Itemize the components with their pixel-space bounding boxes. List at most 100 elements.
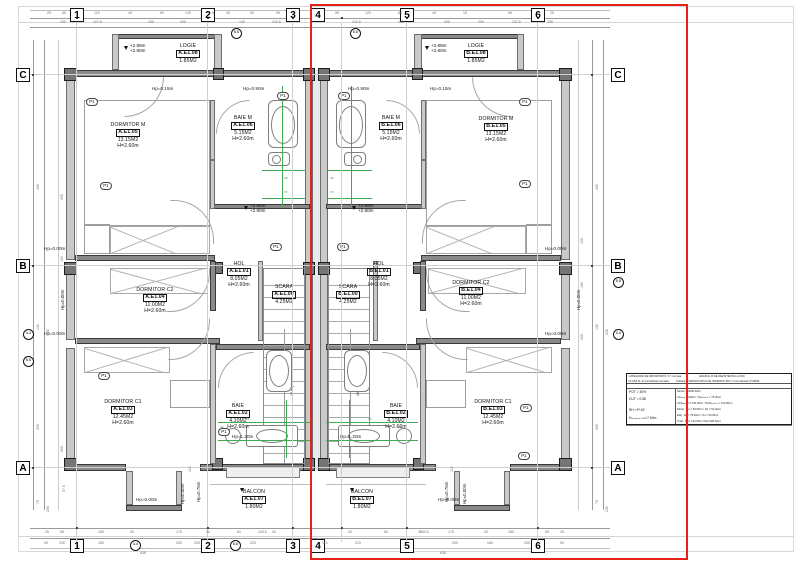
title-block-row2-left: CLASA III. d! prezedintei normativ [628, 380, 669, 383]
grid-bubble-bottom-2[interactable]: 2 [201, 539, 215, 553]
grid-bubble-right-c[interactable]: C [611, 68, 625, 82]
level-marker-3: +2.88m +2.80m [250, 203, 265, 214]
exterior-wall-west-lower [66, 272, 75, 340]
section-marker-aa-left[interactable]: A-A [23, 329, 36, 342]
door-tag-6[interactable]: P1 [100, 182, 112, 190]
door-tag-7[interactable]: P1 [270, 243, 282, 251]
dim-left-3: 230 [46, 329, 50, 335]
room-height: H=2.60m [227, 423, 249, 430]
dim-top-in-9: 200 [444, 20, 450, 24]
section-marker-bb-left[interactable]: B-B [23, 356, 36, 369]
section-marker-bb-right[interactable]: B-B [613, 277, 626, 290]
level-marker-icon-6 [350, 488, 355, 493]
grid-bubble-top-3[interactable]: 3 [286, 8, 300, 22]
room-label-b-dormitor-m: DORMITOR M B.E1.05 13.15M2 H=2.60m [460, 116, 532, 143]
column-e-b [559, 262, 572, 275]
grid-bubble-bottom-3[interactable]: 3 [286, 539, 300, 553]
door-tag-3[interactable]: P1 [277, 92, 289, 100]
dim-bot-10: 60 [384, 530, 388, 534]
level-top: +2.88m [431, 43, 447, 48]
dim-bot-11: 30 [418, 530, 422, 534]
dim-inner-9: 115 [450, 466, 454, 472]
dim-bot-16: 25 [560, 530, 564, 534]
room-label-b-scara: SCARA B.E1.00 4.25M2 [326, 284, 370, 306]
level-marker-icon-2 [425, 46, 430, 51]
section-marker-bb-top2[interactable]: B-B [350, 28, 363, 41]
grid-bubble-bottom-5[interactable]: 5 [400, 539, 414, 553]
section-marker-bb-top[interactable]: B-B [231, 28, 244, 41]
dim-bot-in-6: 240.5 [258, 530, 267, 534]
room-name: LOGIE [467, 43, 485, 49]
room-area: 4.25M2 [339, 298, 357, 305]
plumbing-line-a3 [262, 198, 306, 199]
door-tag-4[interactable]: P1 [338, 92, 350, 100]
grid-bubble-top-2[interactable]: 2 [201, 8, 215, 22]
section-marker-label: A-A [613, 329, 624, 340]
room-area: 12.45M2 [482, 413, 504, 420]
room-area: 13.15M2 [485, 130, 507, 137]
partition-b-baiem-east [421, 100, 426, 160]
level-marker-icon-3 [244, 206, 249, 211]
fixture-basin-b-baie [348, 429, 380, 443]
dim-bot-in-13: 230 [524, 541, 530, 545]
grid-bubble-right-a[interactable]: A [611, 461, 625, 475]
grid-bubble-bottom-4[interactable]: 4 [311, 539, 325, 553]
dim-top-in-5: 140 [239, 20, 245, 24]
room-code: A.E1.05 [115, 129, 141, 138]
grid-bubble-left-c[interactable]: C [16, 68, 30, 82]
dim-top-12: 120 [365, 11, 371, 15]
dim-bot-12: 175 [448, 530, 454, 534]
grid-bubble-right-b[interactable]: B [611, 259, 625, 273]
plumbing-line-b5 [326, 422, 418, 423]
room-area: 1.85M2 [179, 57, 197, 64]
balcony-slab-b [336, 466, 410, 478]
partition-a-baiem-west2 [210, 160, 215, 209]
grid-bubble-top-5[interactable]: 5 [400, 8, 414, 22]
grid-bubble-top-4[interactable]: 4 [311, 8, 325, 22]
dim-inner-4: 200 [580, 334, 584, 340]
door-tag-1[interactable]: P1 [86, 98, 98, 106]
room-height: H=2.60m [385, 423, 407, 430]
plumbing-label-a4: 74 [246, 417, 250, 421]
room-label-b-balcon: BALCON B.E1.07 1.80M2 [334, 489, 390, 511]
grid-bubble-left-b[interactable]: B [16, 259, 30, 273]
level-marker-2: +2.88m +2.80m [431, 43, 447, 54]
grid-bubble-left-a[interactable]: A [16, 461, 30, 475]
door-tag-9[interactable]: P1 [98, 372, 110, 380]
plumbing-label-a2: 74 [284, 190, 288, 194]
exterior-wall-west-bottom [66, 348, 75, 464]
door-tag-2[interactable]: P1 [519, 98, 531, 106]
door-tag-12[interactable]: P1 [518, 452, 530, 460]
grid-bubble-bottom-6[interactable]: 6 [531, 539, 545, 553]
dim-top-in-11: 107.5 [512, 20, 521, 24]
grid-bubble-top-1[interactable]: 1 [70, 8, 84, 22]
section-marker-aa-right[interactable]: A-A [613, 329, 626, 342]
grid-axis-4 [341, 22, 342, 542]
room-label-a-dormitor-c1: DORMITOR C1 A.E1.03 12.45M2 H=2.60m [86, 399, 160, 426]
grid-bubble-bottom-1[interactable]: 1 [70, 539, 84, 553]
door-tag-10[interactable]: P1 [520, 404, 532, 412]
section-marker-bb-bottom[interactable]: B-B [230, 540, 243, 553]
dim-left-6: 230 [46, 506, 50, 512]
grid-bubble-top-6[interactable]: 6 [531, 8, 545, 22]
section-marker-aa-bottom[interactable]: A-A [130, 540, 143, 553]
grid-axis-6 [537, 22, 538, 542]
dim-bot-total-1: 638 [140, 551, 146, 555]
room-name: HOL [233, 261, 245, 267]
partition-a-c2-south [75, 338, 220, 344]
logie-wall-b-top [414, 34, 524, 39]
balcony-rail-b [326, 484, 426, 485]
room-code: B.E1.07 [349, 496, 375, 505]
level-marker-1: +2.88m +2.80m [130, 43, 145, 54]
room-height: H=2.60m [482, 419, 504, 426]
parapet-note-2: Hp=0.90m [243, 86, 265, 91]
title-block-row2-right: Indicativ P100/2013 RISC DE INCENDIU MIC… [676, 380, 760, 383]
door-tag-5[interactable]: P1 [519, 180, 531, 188]
room-code: B.E1.02 [383, 410, 409, 419]
door-tag-11[interactable]: P1 [218, 428, 230, 436]
section-marker-label: B-B [613, 277, 624, 288]
door-tag-8[interactable]: P1 [337, 243, 349, 251]
room-area: 1.85M2 [467, 57, 485, 64]
room-area: 13.15M2 [117, 136, 139, 143]
room-name: BAIE M [381, 115, 401, 121]
